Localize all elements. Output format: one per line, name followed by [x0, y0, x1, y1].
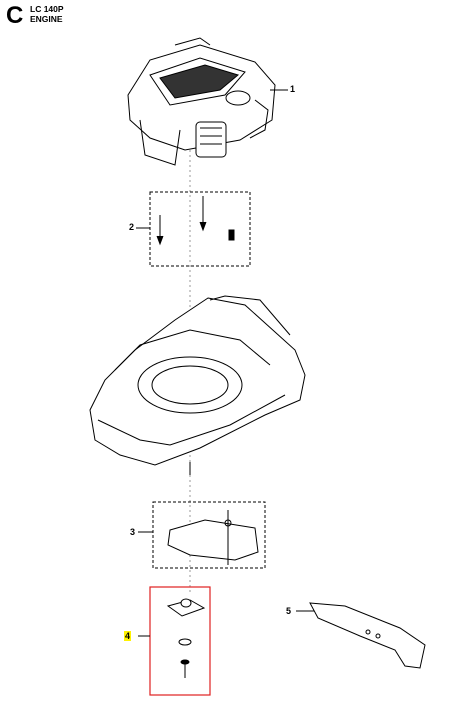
engine-part[interactable] [127, 37, 288, 166]
ref-4[interactable]: 4 [124, 631, 132, 641]
model-name: LC 140P [30, 4, 64, 14]
blade-hub-group[interactable] [138, 586, 211, 696]
section-letter: C [6, 2, 24, 29]
blade-part[interactable] [296, 602, 426, 669]
bolts-group[interactable] [136, 191, 251, 267]
ref-2[interactable]: 2 [129, 222, 135, 232]
ref-5[interactable]: 5 [286, 606, 292, 616]
ref-1[interactable]: 1 [290, 84, 296, 94]
blade-carrier-group[interactable] [138, 501, 266, 569]
ref-3[interactable]: 3 [130, 527, 136, 537]
model-title: LC 140P ENGINE [30, 4, 64, 24]
group-name: ENGINE [30, 14, 63, 24]
deck-part [89, 295, 306, 475]
